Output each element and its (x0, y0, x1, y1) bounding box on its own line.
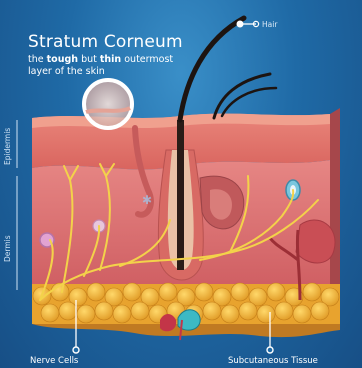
subtitle-part1: the (28, 54, 44, 65)
subtitle: the tough but thin outermost layer of th… (28, 54, 178, 78)
hair-callout (237, 21, 259, 28)
magnifier-lens (84, 80, 132, 128)
subtitle-bold2: thin (100, 54, 121, 65)
svg-text:✱: ✱ (142, 193, 152, 207)
subtitle-bold1: tough (47, 54, 78, 65)
subtitle-part2: but (81, 54, 97, 65)
dermis-label: Dermis (3, 235, 12, 262)
hair-label: Hair (262, 20, 277, 29)
subcutaneous-tissue-label: Subcutaneous Tissue (228, 356, 318, 366)
nerve-cells-label: Nerve Cells (30, 356, 78, 366)
epidermis-label: Epidermis (3, 128, 12, 165)
title: Stratum Corneum (28, 32, 183, 52)
hair-strands (180, 18, 276, 120)
